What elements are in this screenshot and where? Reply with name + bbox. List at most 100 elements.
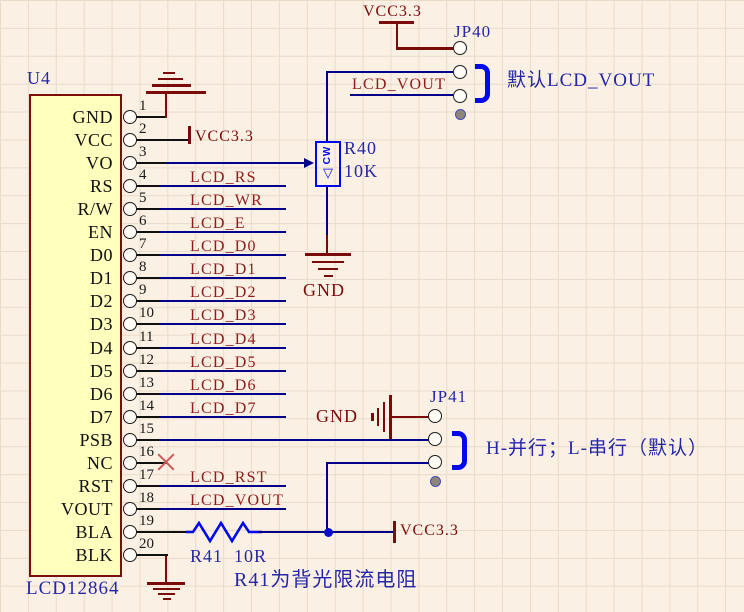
net-label-LCD_VOUT[interactable]: LCD_VOUT <box>190 491 285 509</box>
net-label-LCD_RS[interactable]: LCD_RS <box>190 169 257 187</box>
r41-designator-value[interactable]: R41 10R <box>190 546 268 566</box>
jp41-pin-1[interactable] <box>428 409 442 423</box>
pin-4-terminal[interactable] <box>123 179 137 194</box>
pin-number-10: 10 <box>139 305 154 322</box>
jp41-pin-3[interactable] <box>428 455 442 469</box>
net-label-LCD_D5[interactable]: LCD_D5 <box>190 353 257 371</box>
power-bar-icon <box>188 126 191 144</box>
gnd-bar <box>152 84 191 87</box>
net-label-LCD_D7[interactable]: LCD_D7 <box>190 399 257 417</box>
pin-name-D2: D2 <box>90 291 113 312</box>
pin-20-terminal[interactable] <box>123 547 137 562</box>
net-wire-17 <box>160 484 286 487</box>
pin-number-17: 17 <box>139 466 154 483</box>
power-bar-icon <box>393 521 396 543</box>
jp40-note: 默认LCD_VOUT <box>507 70 656 91</box>
jp40-pin-1[interactable] <box>453 41 467 55</box>
jp41-note: H-并行；L-串行（默认） <box>486 438 708 459</box>
pin-name-R/W: R/W <box>77 199 113 220</box>
pin-wire-11 <box>136 346 160 349</box>
r40-designator[interactable]: R40 <box>344 138 378 158</box>
pin-10-terminal[interactable] <box>123 317 137 332</box>
jp40-designator[interactable]: JP40 <box>454 22 492 41</box>
resistor-r41-symbol[interactable] <box>186 519 262 545</box>
pin-number-18: 18 <box>139 489 154 506</box>
pin-16-terminal[interactable] <box>123 455 137 470</box>
net-label-LCD_D2[interactable]: LCD_D2 <box>190 284 257 302</box>
pin-3-terminal[interactable] <box>123 156 137 171</box>
net-wire-9 <box>160 300 286 303</box>
jumper-cap-icon[interactable] <box>475 64 490 103</box>
u4-component-body[interactable] <box>29 94 122 577</box>
pin-15-terminal[interactable] <box>123 432 137 447</box>
jumper-cap-icon[interactable] <box>452 431 467 470</box>
pin-17-terminal[interactable] <box>123 478 137 493</box>
pin-13-terminal[interactable] <box>123 386 137 401</box>
pin-14-terminal[interactable] <box>123 409 137 424</box>
net-label-lcd-vout[interactable]: LCD_VOUT <box>352 76 447 93</box>
net-label-LCD_WR[interactable]: LCD_WR <box>190 192 263 210</box>
pin-number-15: 15 <box>139 420 154 437</box>
wire-jp40-pin3 <box>350 94 453 96</box>
pin-9-terminal[interactable] <box>123 294 137 309</box>
r40-value[interactable]: 10K <box>344 161 378 181</box>
net-label-LCD_E[interactable]: LCD_E <box>190 215 246 233</box>
pin-wire-2 <box>136 139 188 142</box>
jp40-pin-3[interactable] <box>453 89 467 103</box>
pin-2-terminal[interactable] <box>123 133 137 148</box>
wire-jp41-pin3-drop <box>326 462 328 533</box>
power-stem <box>395 23 398 49</box>
pin-number-5: 5 <box>139 190 147 207</box>
pin-19-terminal[interactable] <box>123 524 137 539</box>
net-wire-10 <box>160 323 286 326</box>
pin-wire-19 <box>136 530 186 533</box>
jp41-designator[interactable]: JP41 <box>430 387 468 406</box>
pin-name-D1: D1 <box>90 268 113 289</box>
wire-jp41-pin3 <box>327 462 429 464</box>
net-wire-13 <box>160 392 286 395</box>
pin-wire-8 <box>136 277 160 280</box>
pin-number-19: 19 <box>139 512 154 529</box>
pin-5-terminal[interactable] <box>123 202 137 217</box>
gnd-label: GND <box>303 280 345 300</box>
pin-wire-1 <box>136 116 167 118</box>
pin-number-20: 20 <box>139 535 154 552</box>
solder-pad-dot <box>455 109 466 120</box>
pin-1-terminal[interactable] <box>123 110 137 124</box>
net-wire-6 <box>160 231 286 234</box>
pin-7-terminal[interactable] <box>123 248 137 263</box>
gnd-bar <box>389 395 392 439</box>
jp40-pin-2[interactable] <box>453 65 467 79</box>
pin-6-terminal[interactable] <box>123 225 137 240</box>
net-wire-18 <box>160 507 286 510</box>
net-wire-14 <box>160 415 286 418</box>
no-connect-x-icon[interactable] <box>156 452 176 472</box>
net-label-LCD_RST[interactable]: LCD_RST <box>190 468 268 486</box>
gnd-bar <box>158 77 183 81</box>
net-label-LCD_D1[interactable]: LCD_D1 <box>190 261 257 279</box>
net-wire-11 <box>160 346 286 349</box>
gnd-bar <box>318 267 338 271</box>
pin-name-RST: RST <box>78 475 113 496</box>
net-label-LCD_D0[interactable]: LCD_D0 <box>190 238 257 256</box>
pin-name-D7: D7 <box>90 406 113 427</box>
pin-8-terminal[interactable] <box>123 271 137 286</box>
jp41-pin-2[interactable] <box>428 432 442 446</box>
net-label-LCD_D6[interactable]: LCD_D6 <box>190 376 257 394</box>
pin-wire-9 <box>136 300 160 303</box>
pin-11-terminal[interactable] <box>123 340 137 355</box>
net-label-LCD_D3[interactable]: LCD_D3 <box>190 307 257 325</box>
pin-12-terminal[interactable] <box>123 363 137 378</box>
net-label-LCD_D4[interactable]: LCD_D4 <box>190 330 257 348</box>
r40-wiper-triangle-icon: ▽ <box>323 165 333 180</box>
wire-jp40-pin1 <box>396 47 453 50</box>
u4-part-label[interactable]: LCD12864 <box>26 578 120 599</box>
gnd-stem <box>165 93 168 118</box>
pin-number-6: 6 <box>139 213 147 230</box>
r40-potentiometer-body[interactable] <box>315 141 341 187</box>
u4-designator[interactable]: U4 <box>27 68 51 88</box>
vcc-label: VCC3.3 <box>400 522 459 539</box>
net-wire-12 <box>160 369 286 372</box>
pin-name-VOUT: VOUT <box>61 498 113 519</box>
pin-18-terminal[interactable] <box>123 501 137 516</box>
